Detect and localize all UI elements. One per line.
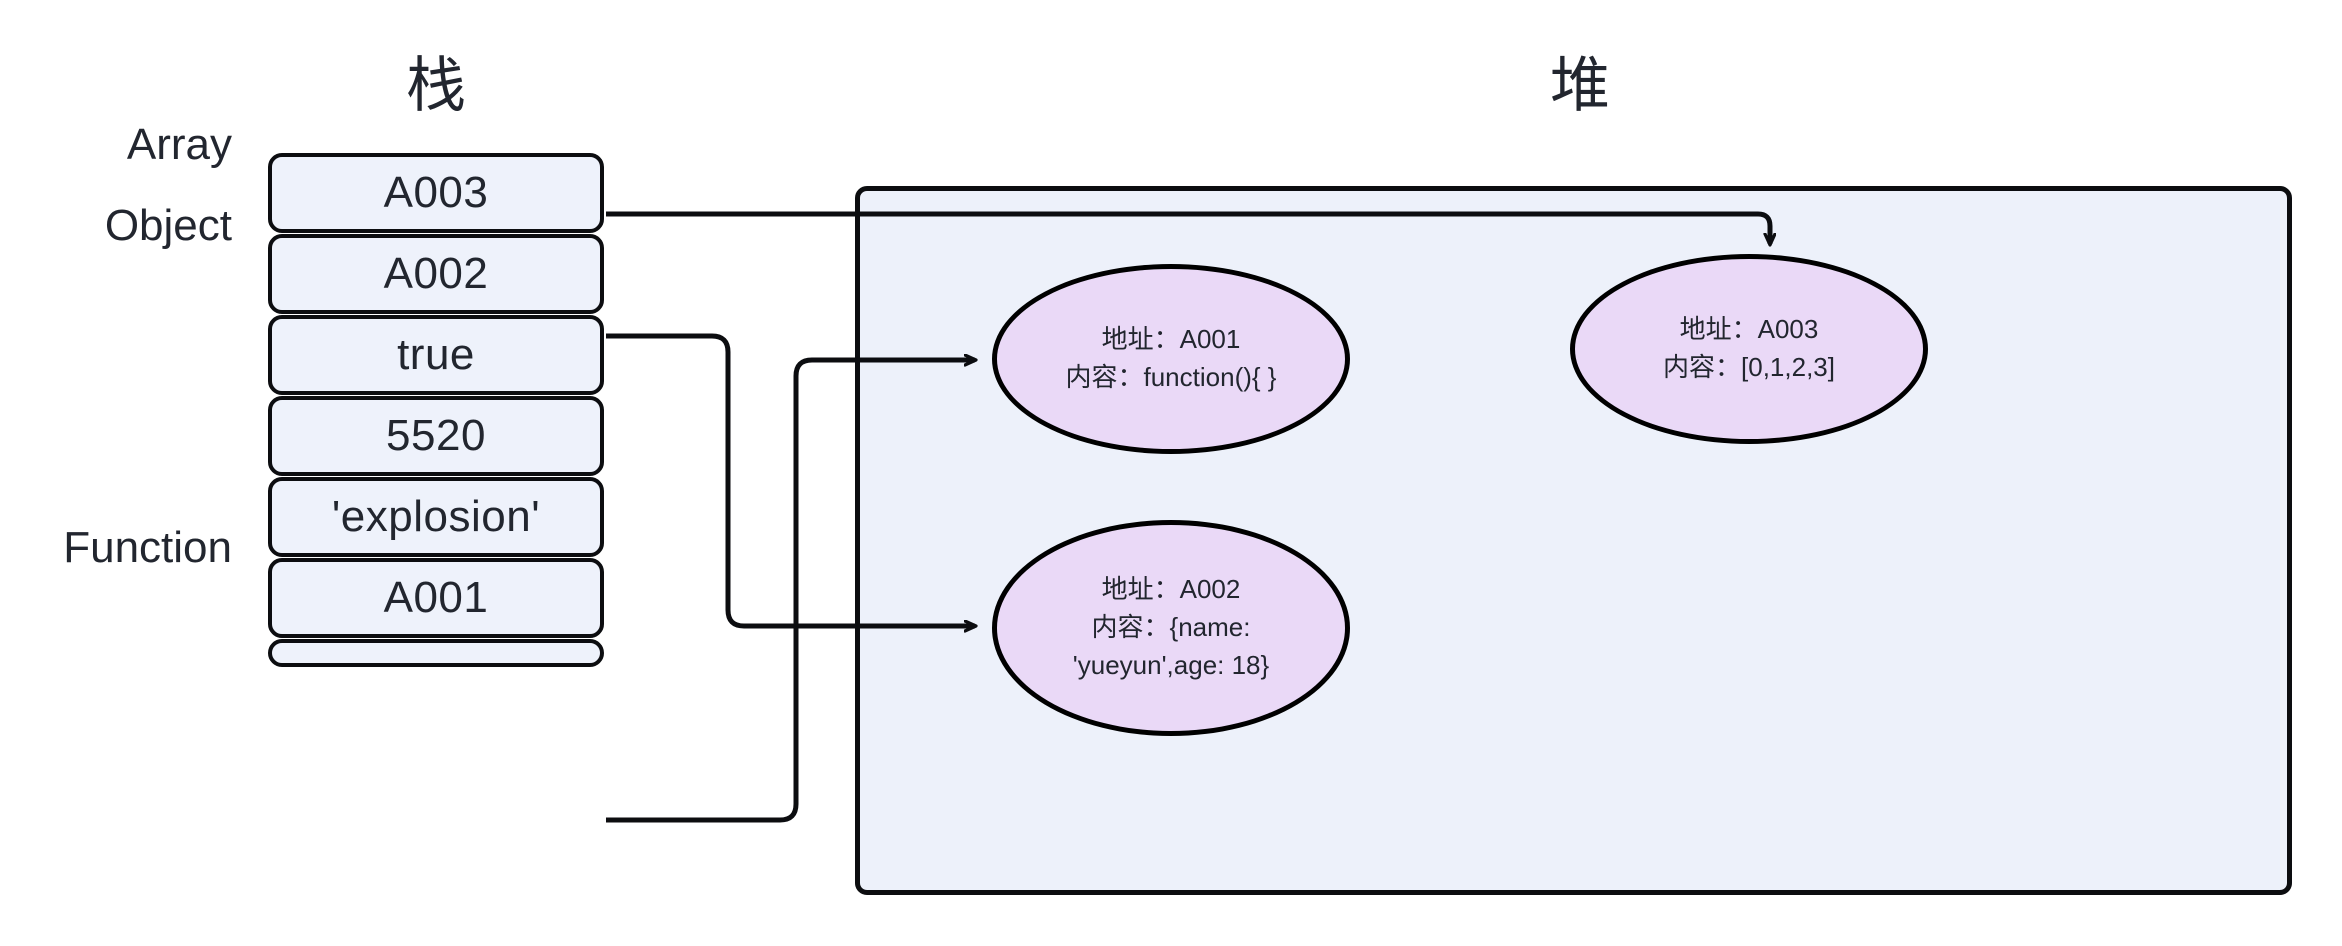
stack-label-object: Object	[104, 201, 232, 250]
stack-label-array: Array	[126, 120, 232, 169]
stack-slot-value: 5520	[386, 411, 486, 460]
stack-label-function: Function	[63, 523, 232, 572]
stack-slot-boolean[interactable]: true	[268, 315, 604, 395]
stack-slot-value: A002	[383, 249, 489, 298]
stack-slot-number[interactable]: 5520	[268, 396, 604, 476]
heap-node-a001[interactable]: 地址：A001 内容：function(){ }	[992, 264, 1350, 454]
stack-title: 栈	[406, 52, 466, 119]
heap-node-address: 地址：A002	[1101, 574, 1241, 605]
stack-slot-value: 'explosion'	[331, 492, 541, 541]
stack-slot-function[interactable]: A001	[268, 558, 604, 638]
heap-node-content: 内容：{name:	[1091, 612, 1251, 643]
stack-region: A003 A002 true 5520 'explosion' A001	[268, 153, 604, 900]
stack-slot-object[interactable]: A002	[268, 234, 604, 314]
heap-node-a002[interactable]: 地址：A002 内容：{name: 'yueyun',age: 18}	[992, 520, 1350, 736]
stack-slot-value: true	[397, 330, 475, 379]
heap-node-content-2: 'yueyun',age: 18}	[1072, 649, 1270, 680]
stack-slot-empty	[268, 639, 604, 667]
heap-node-a003[interactable]: 地址：A003 内容：[0,1,2,3]	[1570, 254, 1928, 444]
heap-node-address: 地址：A001	[1101, 324, 1241, 355]
stack-slot-value: A001	[383, 573, 489, 622]
heap-node-address: 地址：A003	[1679, 314, 1819, 345]
stack-slot-string[interactable]: 'explosion'	[268, 477, 604, 557]
stack-slot-array[interactable]: A003	[268, 153, 604, 233]
stack-slot-value: A003	[383, 168, 489, 217]
heap-node-content: 内容：[0,1,2,3]	[1663, 352, 1835, 382]
heap-title: 堆	[1550, 52, 1610, 119]
heap-node-content: 内容：function(){ }	[1065, 362, 1277, 392]
